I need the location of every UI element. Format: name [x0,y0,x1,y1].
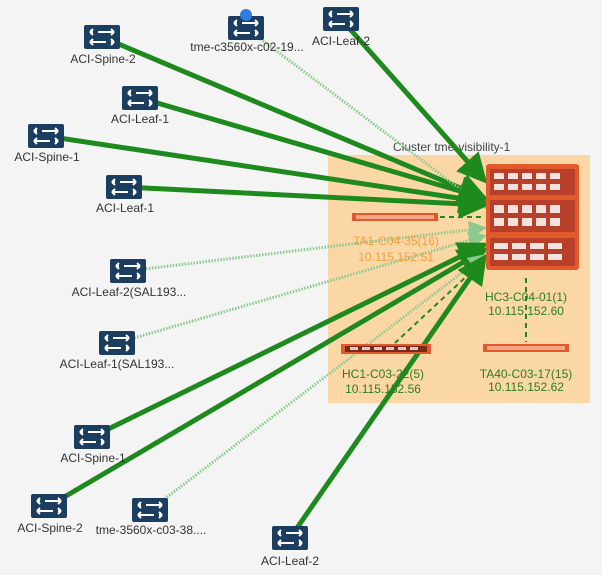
network-switch-icon [323,7,359,31]
switch-label: ACI-Spine-2 [70,52,136,66]
switch-node[interactable]: ACI-Spine-2 [17,494,83,535]
device-label-ip: 10.115.152.51 [358,250,434,264]
link-s6-hc3[interactable] [123,184,489,219]
switch-label: ACI-Leaf-1(SAL193... [60,357,175,371]
switch-label: tme-3560x-c03-38.... [96,523,207,537]
network-switch-icon [74,425,110,449]
network-switch-icon [132,498,168,522]
network-switch-icon [110,259,146,283]
switch-label: ACI-Leaf-2 [261,554,319,568]
link-s10-hc3[interactable] [47,247,489,509]
link-s11-hc3[interactable] [149,254,487,512]
switch-label: ACI-Leaf-2(SAL193... [72,285,187,299]
network-switch-icon [122,86,158,110]
network-switch-icon [228,16,264,40]
switch-node[interactable]: ACI-Spine-1 [60,425,126,465]
device-label-name: TA40-C03-17(15) [480,367,572,381]
switch-node[interactable]: ACI-Leaf-2(SAL193... [72,259,187,299]
switch-node[interactable]: ACI-Leaf-1(SAL193... [60,331,175,371]
link-d2-d3[interactable] [394,259,485,344]
device-label-ip: 10.115.152.60 [488,304,564,318]
device-ta1[interactable] [352,213,438,221]
switch-node[interactable]: tme-3560x-c03-38.... [96,498,207,537]
switch-label: tme-c3560x-c02-19... [190,40,303,54]
switch-node[interactable]: ACI-Leaf-1 [96,175,154,215]
device-hc3-chassis[interactable] [486,164,579,270]
device-label-ip: 10.115.152.62 [488,380,564,394]
link-s9-hc3[interactable] [90,242,489,440]
device-hc1[interactable] [341,344,431,354]
switch-node[interactable]: ACI-Spine-1 [14,124,80,164]
switch-label: ACI-Leaf-2 [312,34,370,48]
link-s8-hc3[interactable] [116,231,487,345]
selected-node-indicator [240,9,252,21]
link-s12-hc3[interactable] [287,253,487,540]
link-s4-hc3[interactable] [139,95,489,206]
device-label-name: HC3-C04-01(1) [485,290,567,304]
links-layer [45,17,489,540]
switch-node[interactable]: ACI-Spine-2 [70,25,136,66]
network-switch-icon [28,124,64,148]
switch-label: ACI-Leaf-1 [111,112,169,126]
link-s1-hc3[interactable] [101,34,489,203]
device-ta40[interactable] [483,344,569,352]
network-switch-icon [31,494,67,518]
switch-node[interactable]: ACI-Leaf-1 [111,86,169,126]
switch-node[interactable]: ACI-Leaf-2 [261,526,319,568]
device-label-name: TA1-C04-35(16) [353,234,439,248]
switch-label: ACI-Spine-2 [17,521,83,535]
network-switch-icon [84,25,120,49]
switch-label: ACI-Spine-1 [14,150,80,164]
link-s3-hc3[interactable] [339,17,488,184]
nodes-layer: ACI-Spine-2 tme-c3560x-c02-19... ACI-Leaf-… [14,7,370,568]
network-switch-icon [106,175,142,199]
network-switch-icon [272,526,308,550]
switch-node[interactable]: tme-c3560x-c02-19... [190,16,304,54]
device-label-name: HC1-C03-22(5) [342,367,424,381]
switch-label: ACI-Leaf-1 [96,201,154,215]
link-s5-hc3[interactable] [45,133,489,214]
switch-label: ACI-Spine-1 [60,451,126,465]
network-switch-icon [99,331,135,355]
switch-node[interactable]: ACI-Leaf-2 [312,7,370,48]
device-label-ip: 10.115.152.56 [345,382,421,396]
